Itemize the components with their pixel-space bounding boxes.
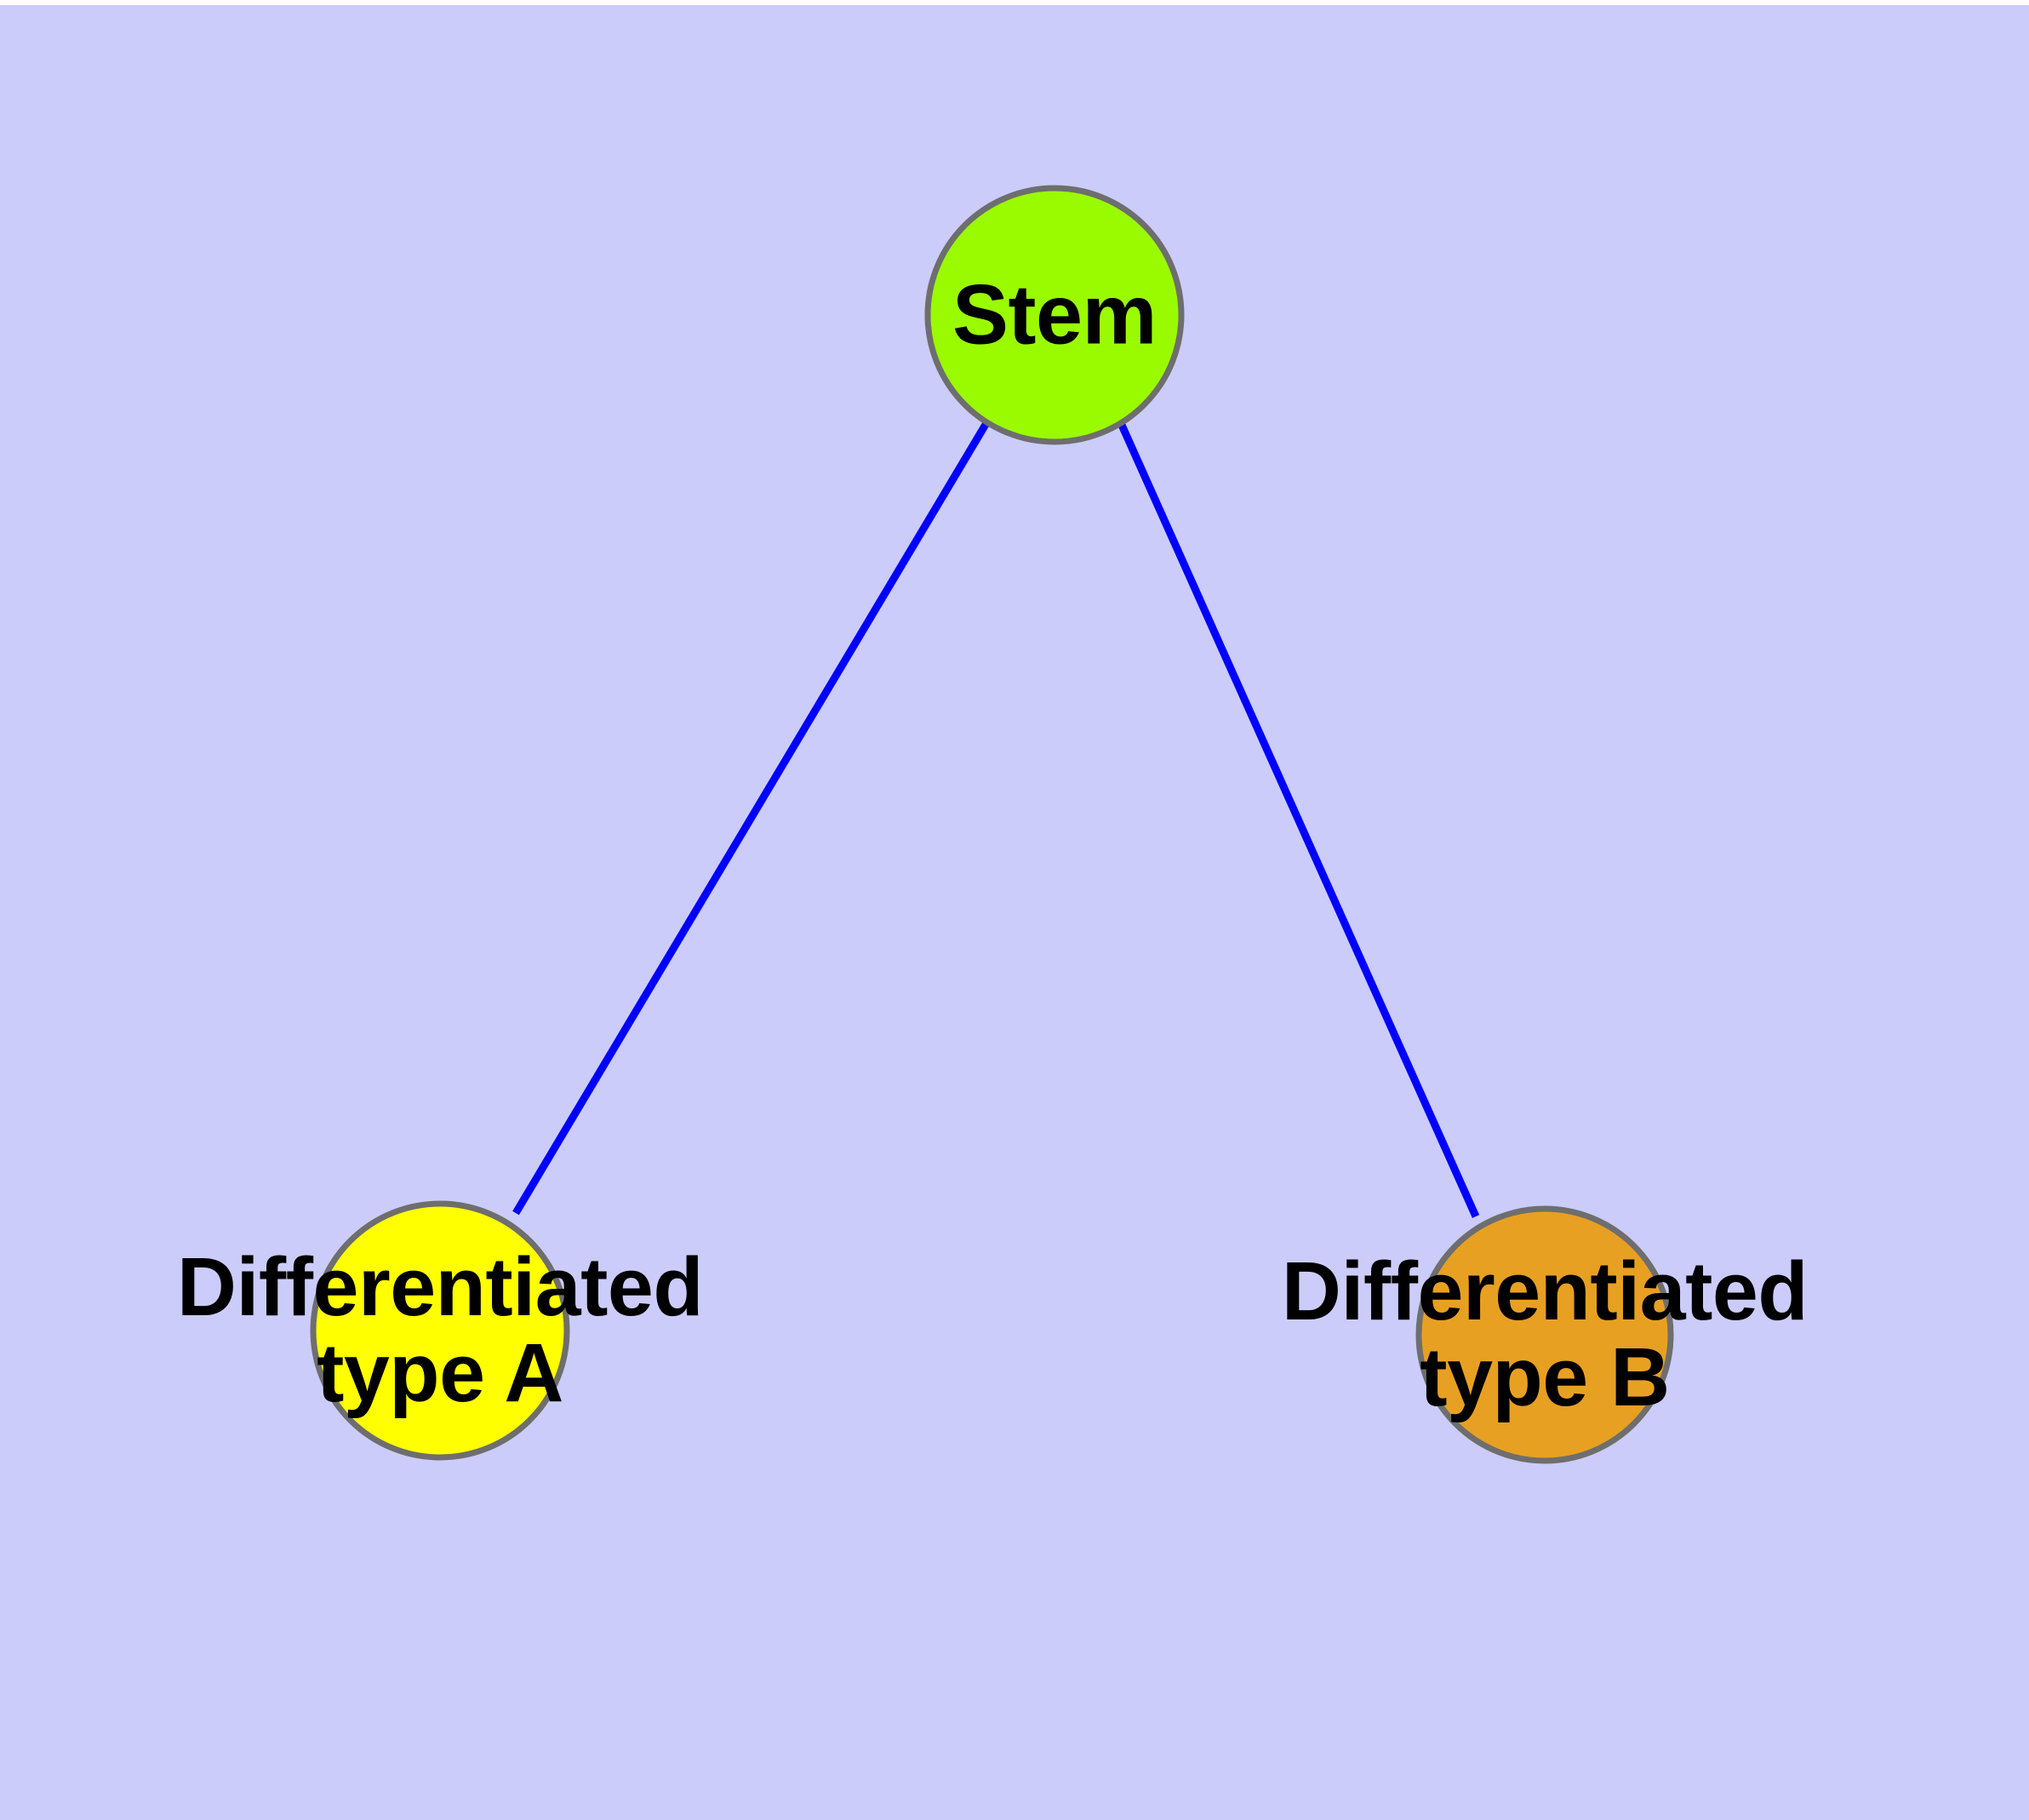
node-stem[interactable] (924, 185, 1185, 445)
edge-stem-to-diff-b[interactable] (1117, 421, 1480, 1218)
node-differentiated-type-a[interactable] (310, 1200, 570, 1461)
edge-stem-to-diff-a[interactable] (512, 421, 990, 1216)
node-differentiated-type-b[interactable] (1415, 1205, 1674, 1464)
